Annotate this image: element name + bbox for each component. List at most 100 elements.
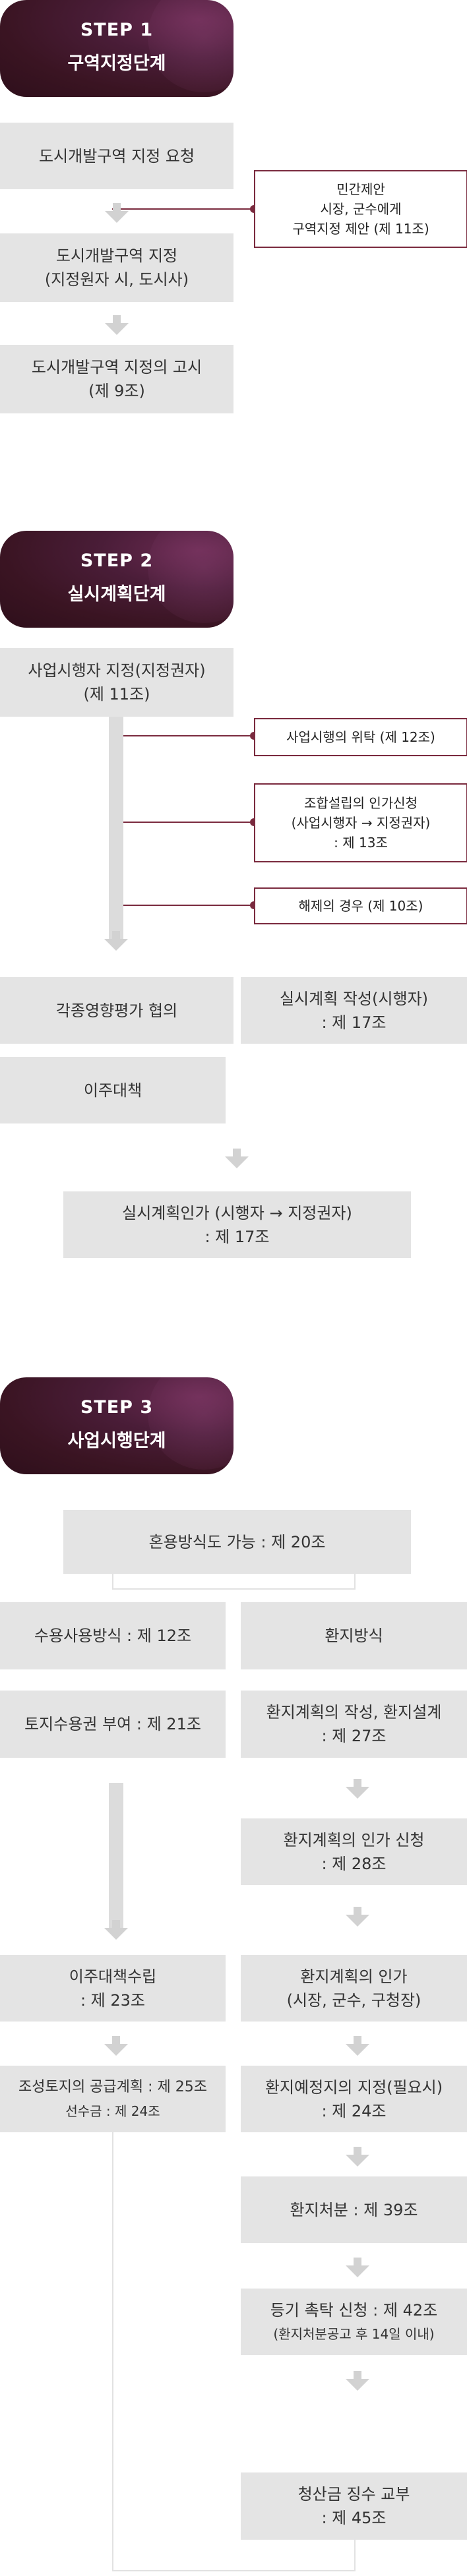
step1-note-connector xyxy=(112,208,254,210)
down-arrow-icon xyxy=(105,315,129,335)
step2-relocation-box: 이주대책 xyxy=(0,1057,226,1123)
connector xyxy=(112,2116,113,2571)
step3-plan-apply-box: 환지계획의 인가 신청 : 제 28조 xyxy=(241,1818,467,1885)
step2-note2-connector xyxy=(123,822,250,823)
note-line: (사업시행자 → 지정권자) xyxy=(291,815,431,831)
box-line: (제 9조) xyxy=(88,382,145,400)
step3-designate-box: 환지예정지의 지정(필요시) : 제 24조 xyxy=(241,2066,467,2132)
step2-note1-connector xyxy=(123,735,250,736)
step2-association-note: 조합설립의 인가신청 (사업시행자 → 지정권자) : 제 13조 xyxy=(254,783,467,862)
down-arrow-icon xyxy=(225,1149,249,1168)
box-line: 도시개발구역 지정 xyxy=(55,247,178,265)
note-line: 시장, 군수에게 xyxy=(320,201,402,217)
step3-disposition-box: 환지처분 : 제 39조 xyxy=(241,2176,467,2243)
step2-title: 실시계획단계 xyxy=(67,584,166,605)
box-text: 각종영향평가 협의 xyxy=(55,1001,178,1020)
down-arrow-icon xyxy=(346,1779,369,1799)
step3-mixed-box: 혼용방식도 가능 : 제 20조 xyxy=(63,1510,411,1574)
note-line: 사업시행의 위탁 (제 12조) xyxy=(286,729,435,745)
connector xyxy=(112,1588,356,1590)
step3-settlement-box: 청산금 징수 교부 : 제 45조 xyxy=(241,2472,467,2540)
box-line: (지정원자 시, 도시사) xyxy=(44,270,189,289)
box-line: 실시계획인가 (시행자 → 지정권자) xyxy=(122,1203,352,1222)
box-line: 이주대책수립 xyxy=(69,1967,157,1986)
box-line: : 제 45조 xyxy=(321,2509,387,2527)
connector xyxy=(354,2540,356,2571)
connector xyxy=(112,1574,113,1589)
step2-operator-box: 사업시행자 지정(지정권자) (제 11조) xyxy=(0,648,233,717)
box-text: 이주대책 xyxy=(83,1081,142,1100)
box-text: 환지처분 : 제 39조 xyxy=(290,2200,418,2219)
box-line: 선수금 : 제 24조 xyxy=(65,2103,160,2119)
step3-plan-write-box: 환지계획의 작성, 환지설계 : 제 27조 xyxy=(241,1691,467,1758)
note-line: 민간제안 xyxy=(336,181,385,197)
box-line: (제 11조) xyxy=(83,685,150,704)
step3-land-right-box: 토지수용권 부여 : 제 21조 xyxy=(0,1691,226,1758)
connector xyxy=(112,2570,354,2571)
down-arrow-icon xyxy=(346,2371,369,2391)
box-line: : 제 28조 xyxy=(321,1854,387,1873)
box-line: 등기 촉탁 신청 : 제 42조 xyxy=(270,2300,438,2320)
step1-notice-box: 도시개발구역 지정의 고시 (제 9조) xyxy=(0,345,233,413)
down-arrow-icon xyxy=(346,2258,369,2277)
box-line: 청산금 징수 교부 xyxy=(297,2485,410,2503)
step2-cancellation-note: 해제의 경우 (제 10조) xyxy=(254,887,467,924)
step3-plan-approve-box: 환지계획의 인가 (시장, 군수, 구청장) xyxy=(241,1955,467,2022)
box-line: 조성토지의 공급계획 : 제 25조 xyxy=(18,2078,208,2095)
down-arrow-icon xyxy=(346,1907,369,1927)
step1-designation-box: 도시개발구역 지정 (지정원자 시, 도시사) xyxy=(0,233,233,302)
step2-note3-connector xyxy=(123,905,250,906)
step3-replotting-box: 환지방식 xyxy=(241,1602,467,1669)
down-arrow-icon xyxy=(105,203,129,223)
step1-request-text: 도시개발구역 지정 요청 xyxy=(38,146,195,165)
down-arrow-icon xyxy=(104,2036,128,2056)
down-arrow-icon xyxy=(104,931,128,951)
step2-plan-box: 실시계획 작성(시행자) : 제 17조 xyxy=(241,977,467,1044)
step2-vertical-bar xyxy=(109,717,123,941)
box-line: : 제 23조 xyxy=(80,1991,146,2010)
step1-title: 구역지정단계 xyxy=(67,53,166,74)
step1-request-box: 도시개발구역 지정 요청 xyxy=(0,123,233,189)
step3-vertical-bar xyxy=(109,1783,123,1931)
box-line: 환지계획의 작성, 환지설계 xyxy=(266,1703,442,1722)
box-line: 환지예정지의 지정(필요시) xyxy=(265,2078,443,2097)
note-line: 구역지정 제안 (제 11조) xyxy=(292,221,429,237)
box-text: 토지수용권 부여 : 제 21조 xyxy=(24,1715,201,1733)
note-line: 해제의 경우 (제 10조) xyxy=(298,898,423,914)
step2-badge: STEP 2 실시계획단계 xyxy=(0,531,233,628)
step3-badge: STEP 3 사업시행단계 xyxy=(0,1377,233,1474)
box-line: (시장, 군수, 구청장) xyxy=(286,1991,421,2010)
down-arrow-icon xyxy=(104,1920,128,1940)
step2-label: STEP 2 xyxy=(80,551,154,571)
box-line: 실시계획 작성(시행자) xyxy=(279,989,429,1008)
box-text: 환지방식 xyxy=(325,1627,383,1645)
step3-registry-box: 등기 촉탁 신청 : 제 42조 (환지처분공고 후 14일 이내) xyxy=(241,2289,467,2355)
box-line: 사업시행자 지정(지정권자) xyxy=(28,661,206,680)
box-line: 도시개발구역 지정의 고시 xyxy=(31,358,202,376)
box-line: 환지계획의 인가 xyxy=(300,1967,408,1986)
box-line: : 제 17조 xyxy=(204,1227,270,1246)
note-line: 조합설립의 인가신청 xyxy=(304,795,418,811)
down-arrow-icon xyxy=(346,2036,369,2056)
step2-delegation-note: 사업시행의 위탁 (제 12조) xyxy=(254,718,467,756)
connector xyxy=(354,1574,356,1589)
step3-expropriation-box: 수용사용방식 : 제 12조 xyxy=(0,1602,226,1669)
box-line: : 제 24조 xyxy=(321,2101,387,2120)
step3-title: 사업시행단계 xyxy=(67,1431,166,1451)
box-line: : 제 17조 xyxy=(321,1013,387,1032)
box-line: (환지처분공고 후 14일 이내) xyxy=(273,2325,435,2342)
step3-relocation-box: 이주대책수립 : 제 23조 xyxy=(0,1955,226,2022)
step3-label: STEP 3 xyxy=(80,1397,154,1418)
box-line: 환지계획의 인가 신청 xyxy=(283,1830,425,1849)
note-line: : 제 13조 xyxy=(334,835,388,851)
step1-badge: STEP 1 구역지정단계 xyxy=(0,0,233,97)
step1-private-proposal-note: 민간제안 시장, 군수에게 구역지정 제안 (제 11조) xyxy=(254,170,467,248)
box-text: 혼용방식도 가능 : 제 20조 xyxy=(148,1532,326,1551)
step2-impact-box: 각종영향평가 협의 xyxy=(0,977,233,1044)
box-text: 수용사용방식 : 제 12조 xyxy=(34,1627,192,1645)
step2-approval-box: 실시계획인가 (시행자 → 지정권자) : 제 17조 xyxy=(63,1191,411,1258)
down-arrow-icon xyxy=(346,2147,369,2167)
step1-label: STEP 1 xyxy=(80,20,154,40)
step3-supply-box: 조성토지의 공급계획 : 제 25조 선수금 : 제 24조 xyxy=(0,2066,226,2132)
box-line: : 제 27조 xyxy=(321,1727,387,1745)
